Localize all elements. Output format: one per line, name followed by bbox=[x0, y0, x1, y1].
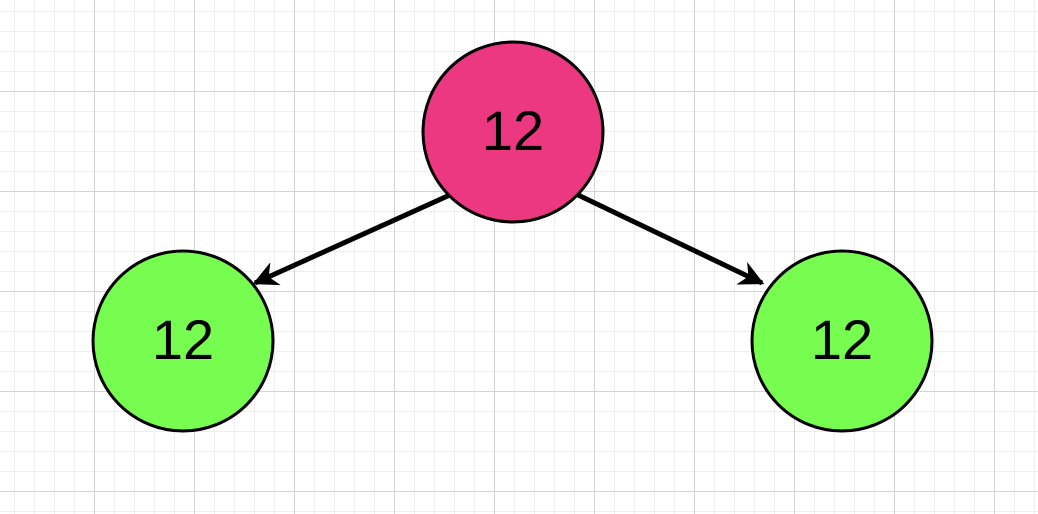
right-child-node-circle bbox=[750, 249, 934, 433]
left-child-node[interactable]: 12 bbox=[91, 249, 275, 433]
left-child-node-circle bbox=[91, 249, 275, 433]
right-child-node[interactable]: 12 bbox=[750, 249, 934, 433]
root-node-circle bbox=[421, 40, 605, 224]
edge-root-to-left-child bbox=[252, 191, 454, 286]
left-child-node-label: 12 bbox=[152, 308, 214, 371]
root-node[interactable]: 12 bbox=[421, 40, 605, 224]
root-node-label: 12 bbox=[482, 99, 544, 162]
edge-root-to-right-child bbox=[574, 191, 765, 286]
right-child-node-label: 12 bbox=[811, 308, 873, 371]
